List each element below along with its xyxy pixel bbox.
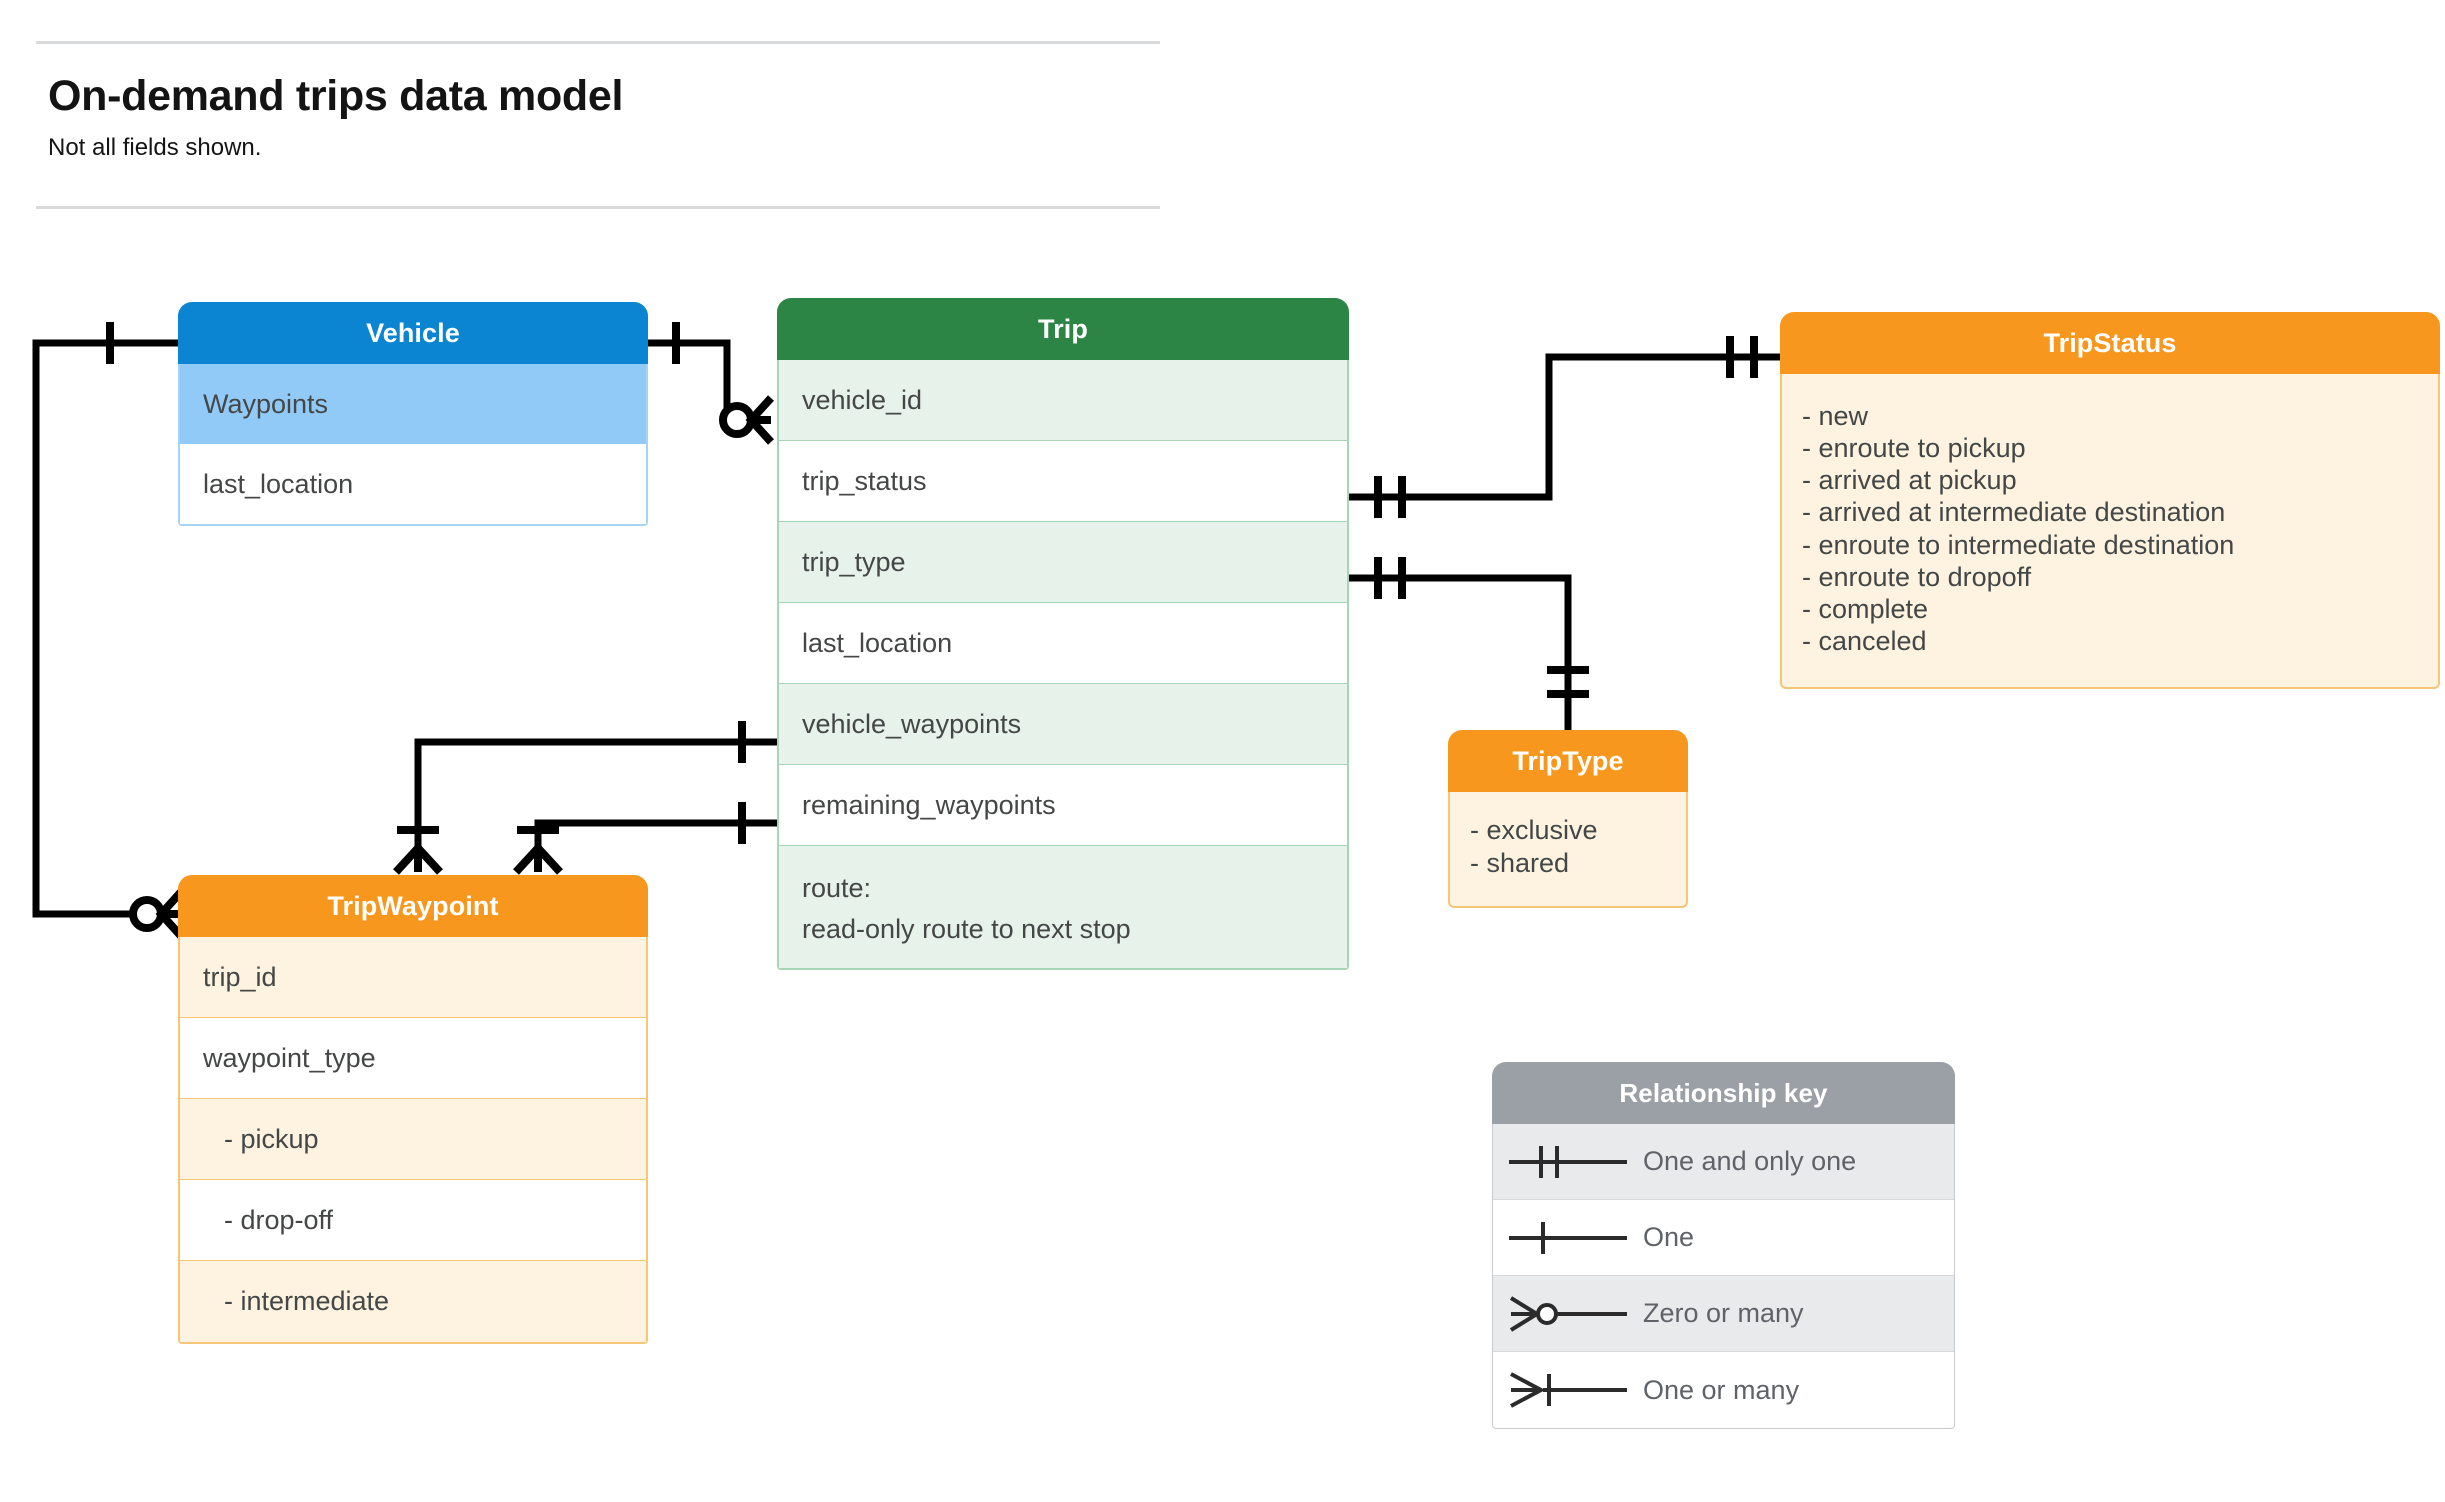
page-title: On-demand trips data model: [48, 72, 624, 120]
legend-label: One and only one: [1643, 1146, 1857, 1176]
legend-rows: One and only one One: [1492, 1124, 1955, 1429]
one-or-many-icon: [1493, 1366, 1643, 1414]
enum-value: - arrived at pickup: [1802, 465, 2017, 496]
title-rule-top: [36, 41, 1160, 44]
field-row[interactable]: trip_id: [180, 937, 646, 1018]
entity-trip[interactable]: Trip vehicle_id trip_status trip_type la…: [777, 298, 1349, 970]
field-row[interactable]: last_location: [779, 603, 1347, 684]
field-row[interactable]: trip_type: [779, 522, 1347, 603]
entity-vehicle-fields: Waypoints last_location: [178, 364, 648, 526]
enum-value: - complete: [1802, 593, 1929, 624]
legend-label: One or many: [1643, 1374, 1800, 1405]
entity-vehicle-title: Vehicle: [178, 302, 648, 364]
field-row[interactable]: vehicle_waypoints: [779, 684, 1347, 765]
enum-value: - canceled: [1802, 625, 1927, 656]
entity-trip-fields: vehicle_id trip_status trip_type last_lo…: [777, 360, 1349, 970]
field-row[interactable]: Waypoints: [180, 364, 646, 444]
entity-trip-type-values: - exclusive - shared: [1448, 792, 1688, 908]
enum-value: - shared: [1470, 847, 1570, 878]
entity-trip-title: Trip: [777, 298, 1349, 360]
title-rule-bottom: [36, 206, 1160, 209]
enum-value: - enroute to pickup: [1802, 433, 2026, 464]
legend-row: One or many: [1493, 1352, 1954, 1428]
field-row[interactable]: waypoint_type: [180, 1018, 646, 1099]
enum-row: - intermediate: [180, 1261, 646, 1342]
field-label: route:: [802, 873, 872, 903]
entity-trip-status-values: - new - enroute to pickup - arrived at p…: [1780, 374, 2440, 689]
entity-trip-status-title: TripStatus: [1780, 312, 2440, 374]
relationship-key-legend[interactable]: Relationship key One and only one: [1492, 1062, 1955, 1429]
enum-value: - enroute to dropoff: [1802, 561, 2032, 592]
entity-trip-status[interactable]: TripStatus - new - enroute to pickup - a…: [1780, 312, 2440, 689]
enum-value: - exclusive: [1470, 815, 1598, 845]
field-row-route[interactable]: route: read-only route to next stop: [779, 846, 1347, 968]
field-row[interactable]: trip_status: [779, 441, 1347, 522]
field-row[interactable]: last_location: [180, 444, 646, 524]
legend-row: Zero or many: [1493, 1276, 1954, 1352]
field-row[interactable]: vehicle_id: [779, 360, 1347, 441]
enum-row: - pickup: [180, 1099, 646, 1180]
legend-label: One: [1643, 1222, 1695, 1252]
enum-row: - drop-off: [180, 1180, 646, 1261]
entity-trip-waypoint-title: TripWaypoint: [178, 875, 648, 937]
entity-vehicle[interactable]: Vehicle Waypoints last_location: [178, 302, 648, 526]
one-and-only-one-icon: [1493, 1138, 1643, 1186]
entity-trip-type-title: TripType: [1448, 730, 1688, 792]
one-icon: [1493, 1214, 1643, 1262]
legend-row: One: [1493, 1200, 1954, 1276]
entity-trip-waypoint[interactable]: TripWaypoint trip_id waypoint_type - pic…: [178, 875, 648, 1344]
field-note: read-only route to next stop: [802, 913, 1131, 944]
zero-or-many-icon: [1493, 1290, 1643, 1338]
entity-trip-type[interactable]: TripType - exclusive - shared: [1448, 730, 1688, 908]
legend-label: Zero or many: [1643, 1298, 1804, 1328]
enum-value: - enroute to intermediate destination: [1802, 529, 2235, 560]
entity-trip-waypoint-fields: trip_id waypoint_type - pickup - drop-of…: [178, 937, 648, 1344]
enum-value: - arrived at intermediate destination: [1802, 497, 2226, 528]
legend-row: One and only one: [1493, 1124, 1954, 1200]
legend-title: Relationship key: [1492, 1062, 1955, 1124]
field-row[interactable]: remaining_waypoints: [779, 765, 1347, 846]
enum-value: - new: [1802, 401, 1869, 431]
page-subtitle: Not all fields shown.: [48, 134, 262, 161]
